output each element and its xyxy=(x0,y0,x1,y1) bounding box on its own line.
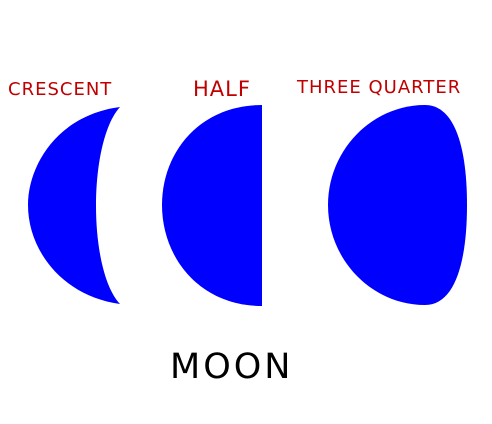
moon-title: MOON xyxy=(170,347,294,387)
three-quarter-label: THREE QUARTER xyxy=(297,77,462,98)
crescent-moon-shape xyxy=(28,107,120,304)
three-quarter-moon-shape xyxy=(328,105,467,305)
half-moon-shape xyxy=(162,105,262,306)
half-label: HALF xyxy=(193,77,251,101)
crescent-label: CRESCENT xyxy=(8,79,113,100)
